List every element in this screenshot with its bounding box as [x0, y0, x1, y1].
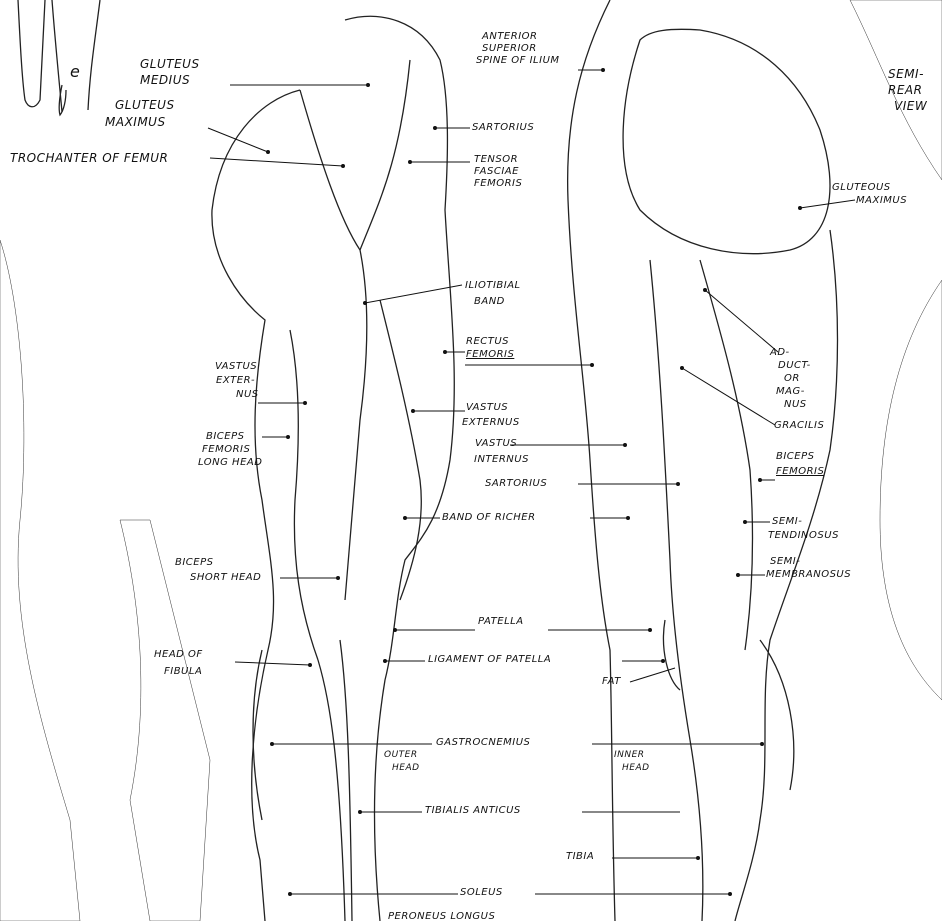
label-adductor-4: MAG-	[776, 387, 805, 397]
corner-sketch	[18, 0, 100, 115]
label-biceps-long-2: FEMORIS	[202, 445, 250, 455]
label-iliotibial-2: BAND	[474, 297, 505, 307]
label-sartorius-top: SARTORIUS	[472, 123, 534, 133]
label-anterior-3: SPINE OF ILIUM	[476, 56, 560, 66]
label-tensor-1: TENSOR	[474, 155, 518, 165]
label-adductor-3: OR	[784, 374, 800, 384]
label-tensor-2: FASCIAE	[474, 167, 519, 177]
leader-head-fibula	[235, 662, 310, 665]
leader-gluteus-maximus	[208, 128, 268, 152]
label-rectus-1: RECTUS	[466, 337, 509, 347]
label-sartorius-mid: SARTORIUS	[485, 479, 547, 489]
label-semi-rear-3: VIEW	[894, 100, 927, 112]
label-gluteous-max-1: GLUTEOUS	[832, 183, 891, 193]
label-vastus-int-2: INTERNUS	[474, 455, 529, 465]
label-gluteus-medius-1: GLUTEUS	[140, 58, 200, 70]
label-semi-rear-1: SEMI-	[888, 68, 924, 80]
label-patella: PATELLA	[478, 617, 524, 627]
label-gastrocnemius: GASTROCNEMIUS	[436, 738, 530, 748]
label-gracilis: GRACILIS	[774, 421, 824, 431]
label-head-fibula-2: FIBULA	[164, 667, 202, 677]
leader-fat	[630, 668, 675, 682]
label-head-fibula-1: HEAD OF	[154, 650, 203, 660]
label-adductor-2: DUCT-	[778, 361, 811, 371]
label-adductor-5: NUS	[784, 400, 807, 410]
label-anterior-1: ANTERIOR	[482, 32, 537, 42]
label-trochanter: TROCHANTER OF FEMUR	[10, 152, 168, 164]
label-biceps-rear-1: BICEPS	[776, 452, 815, 462]
label-gluteus-medius-2: MEDIUS	[140, 74, 190, 86]
label-semi-rear-2: REAR	[888, 84, 922, 96]
label-biceps-short-2: SHORT HEAD	[190, 573, 261, 583]
label-inner-head-2: HEAD	[622, 764, 650, 773]
leader-iliotibial	[365, 285, 462, 303]
label-vastus-int-1: VASTUS	[475, 439, 517, 449]
label-biceps-short-1: BICEPS	[175, 558, 214, 568]
leader-gracilis	[682, 368, 775, 425]
label-biceps-long-1: BICEPS	[206, 432, 245, 442]
label-inner-head-1: INNER	[614, 751, 645, 760]
label-semitend-1: SEMI-	[772, 517, 802, 527]
label-gluteous-max-2: MAXIMUS	[856, 196, 907, 206]
label-outer-head-1: OUTER	[384, 751, 418, 760]
label-peroneus: PERONEUS LONGUS	[388, 912, 495, 921]
label-vastus-ext-mid-1: VASTUS	[466, 403, 508, 413]
label-vastus-ext-left-2: EXTER-	[216, 376, 255, 386]
label-vastus-ext-mid-2: EXTERNUS	[462, 418, 520, 428]
label-biceps-rear-2: FEMORIS	[776, 467, 824, 477]
label-semimemb-2: MEMBRANOSUS	[766, 570, 851, 580]
leader-adductor	[705, 290, 778, 352]
label-fat: FAT	[602, 677, 621, 687]
label-tensor-3: FEMORIS	[474, 179, 522, 189]
label-soleus: SOLEUS	[460, 888, 503, 898]
label-biceps-long-3: LONG HEAD	[198, 458, 262, 468]
label-gluteus-maximus-2: MAXIMUS	[105, 116, 166, 128]
label-vastus-ext-left-3: NUS	[236, 390, 259, 400]
label-tibialis: TIBIALIS ANTICUS	[425, 806, 521, 816]
label-ligament-patella: LIGAMENT OF PATELLA	[428, 655, 551, 665]
label-outer-head-2: HEAD	[392, 764, 420, 773]
label-anterior-2: SUPERIOR	[482, 44, 537, 54]
label-adductor-1: AD-	[770, 348, 790, 358]
leader-trochanter	[210, 158, 343, 166]
corner-letter: e	[70, 64, 80, 80]
label-semitend-2: TENDINOSUS	[768, 531, 839, 541]
label-iliotibial-1: ILIOTIBIAL	[465, 281, 521, 291]
label-rectus-2: FEMORIS	[466, 350, 514, 360]
label-tibia: TIBIA	[566, 852, 594, 862]
front-leg-figure	[212, 16, 454, 921]
label-gluteus-maximus-1: GLUTEUS	[115, 99, 175, 111]
label-band-richer: BAND OF RICHER	[442, 513, 536, 523]
label-semimemb-1: SEMI-	[770, 557, 800, 567]
label-vastus-ext-left-1: VASTUS	[215, 362, 257, 372]
